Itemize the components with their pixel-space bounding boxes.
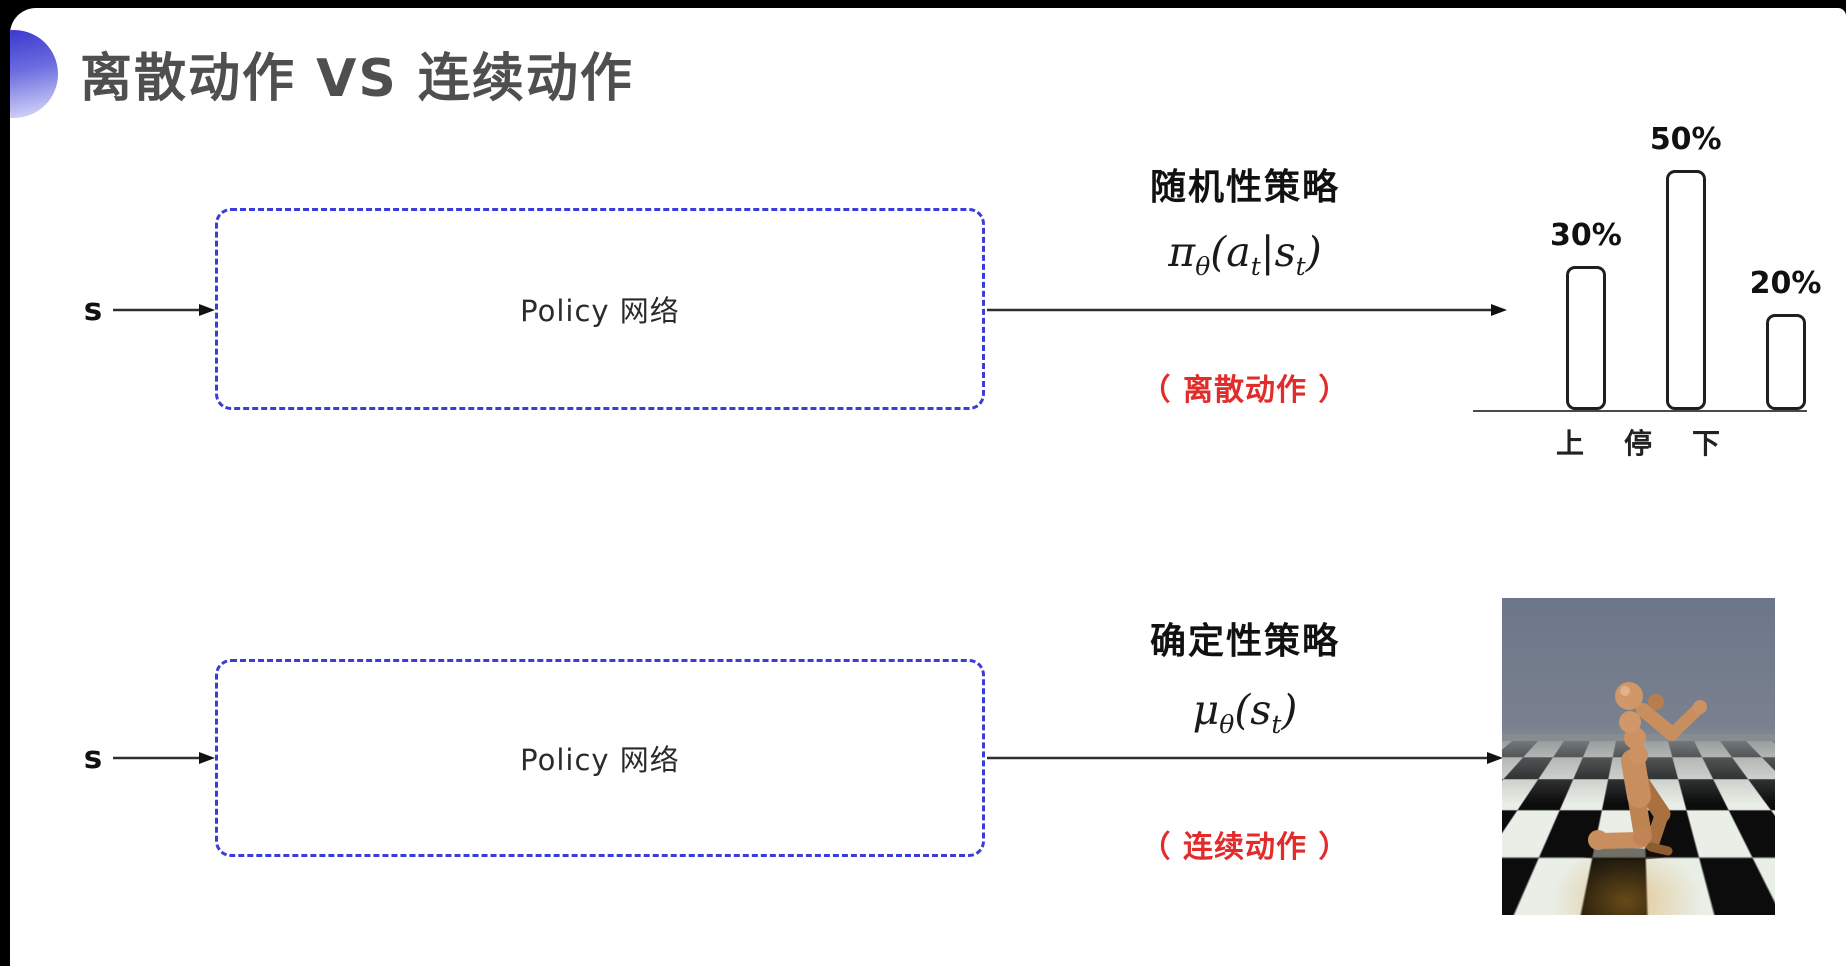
category-label: 下 [1691,427,1720,460]
deterministic-policy-formula: μθ(st) [1192,686,1298,740]
state-input-label-discrete: s [83,292,103,328]
title-accent-shape [10,30,58,118]
policy-network-label: Policy 网络 [520,743,680,777]
bar [1765,314,1806,410]
humanoid-robot-image [1502,598,1775,915]
stochastic-policy-block: 随机性策略 πθ(at|st) （ 离散动作 ） [1000,158,1490,408]
chart-baseline [1473,410,1807,412]
input-arrow-continuous [113,752,215,764]
category-label: 停 [1623,427,1652,460]
policy-network-box-continuous: Policy 网络 [215,659,985,857]
deterministic-policy-block: 确定性策略 μθ(st) （ 连续动作 ） [1000,612,1490,865]
bar-value-label: 20% [1749,266,1822,301]
bar-column: 30% [1550,218,1622,410]
page-title: 离散动作 VS 连续动作 [80,49,634,109]
output-arrow-continuous [987,752,1503,764]
stochastic-policy-title: 随机性策略 [1149,167,1340,208]
input-arrow-discrete [113,304,215,316]
slide: 离散动作 VS 连续动作 s Policy 网络 随机性策略 πθ(at|st)… [10,8,1846,966]
output-arrow-discrete [987,304,1507,316]
stochastic-policy-formula: πθ(at|st) [1168,228,1322,282]
chart-categories: 上停下 [1550,422,1726,462]
bar-value-label: 30% [1550,218,1622,253]
humanoid-robot-figure [1576,682,1707,860]
bar [1665,170,1706,410]
action-probability-chart: 30% 50% 20% 上 停 下 [1473,96,1821,466]
policy-network-box-discrete: Policy 网络 [215,208,985,410]
state-input-label-continuous: s [83,740,103,776]
bar [1565,266,1606,410]
chart-bars: 30% 50% 20% [1550,122,1821,410]
category-label: 上 [1555,427,1584,460]
bar-value-label: 50% [1649,122,1722,157]
action-type-note-continuous: （ 连续动作 ） [1140,830,1350,865]
action-type-note-discrete: （ 离散动作 ） [1140,373,1350,408]
bar-column: 50% [1650,122,1722,410]
bar-column: 20% [1749,266,1822,410]
deterministic-policy-title: 确定性策略 [1149,621,1340,662]
policy-network-label: Policy 网络 [520,294,680,328]
